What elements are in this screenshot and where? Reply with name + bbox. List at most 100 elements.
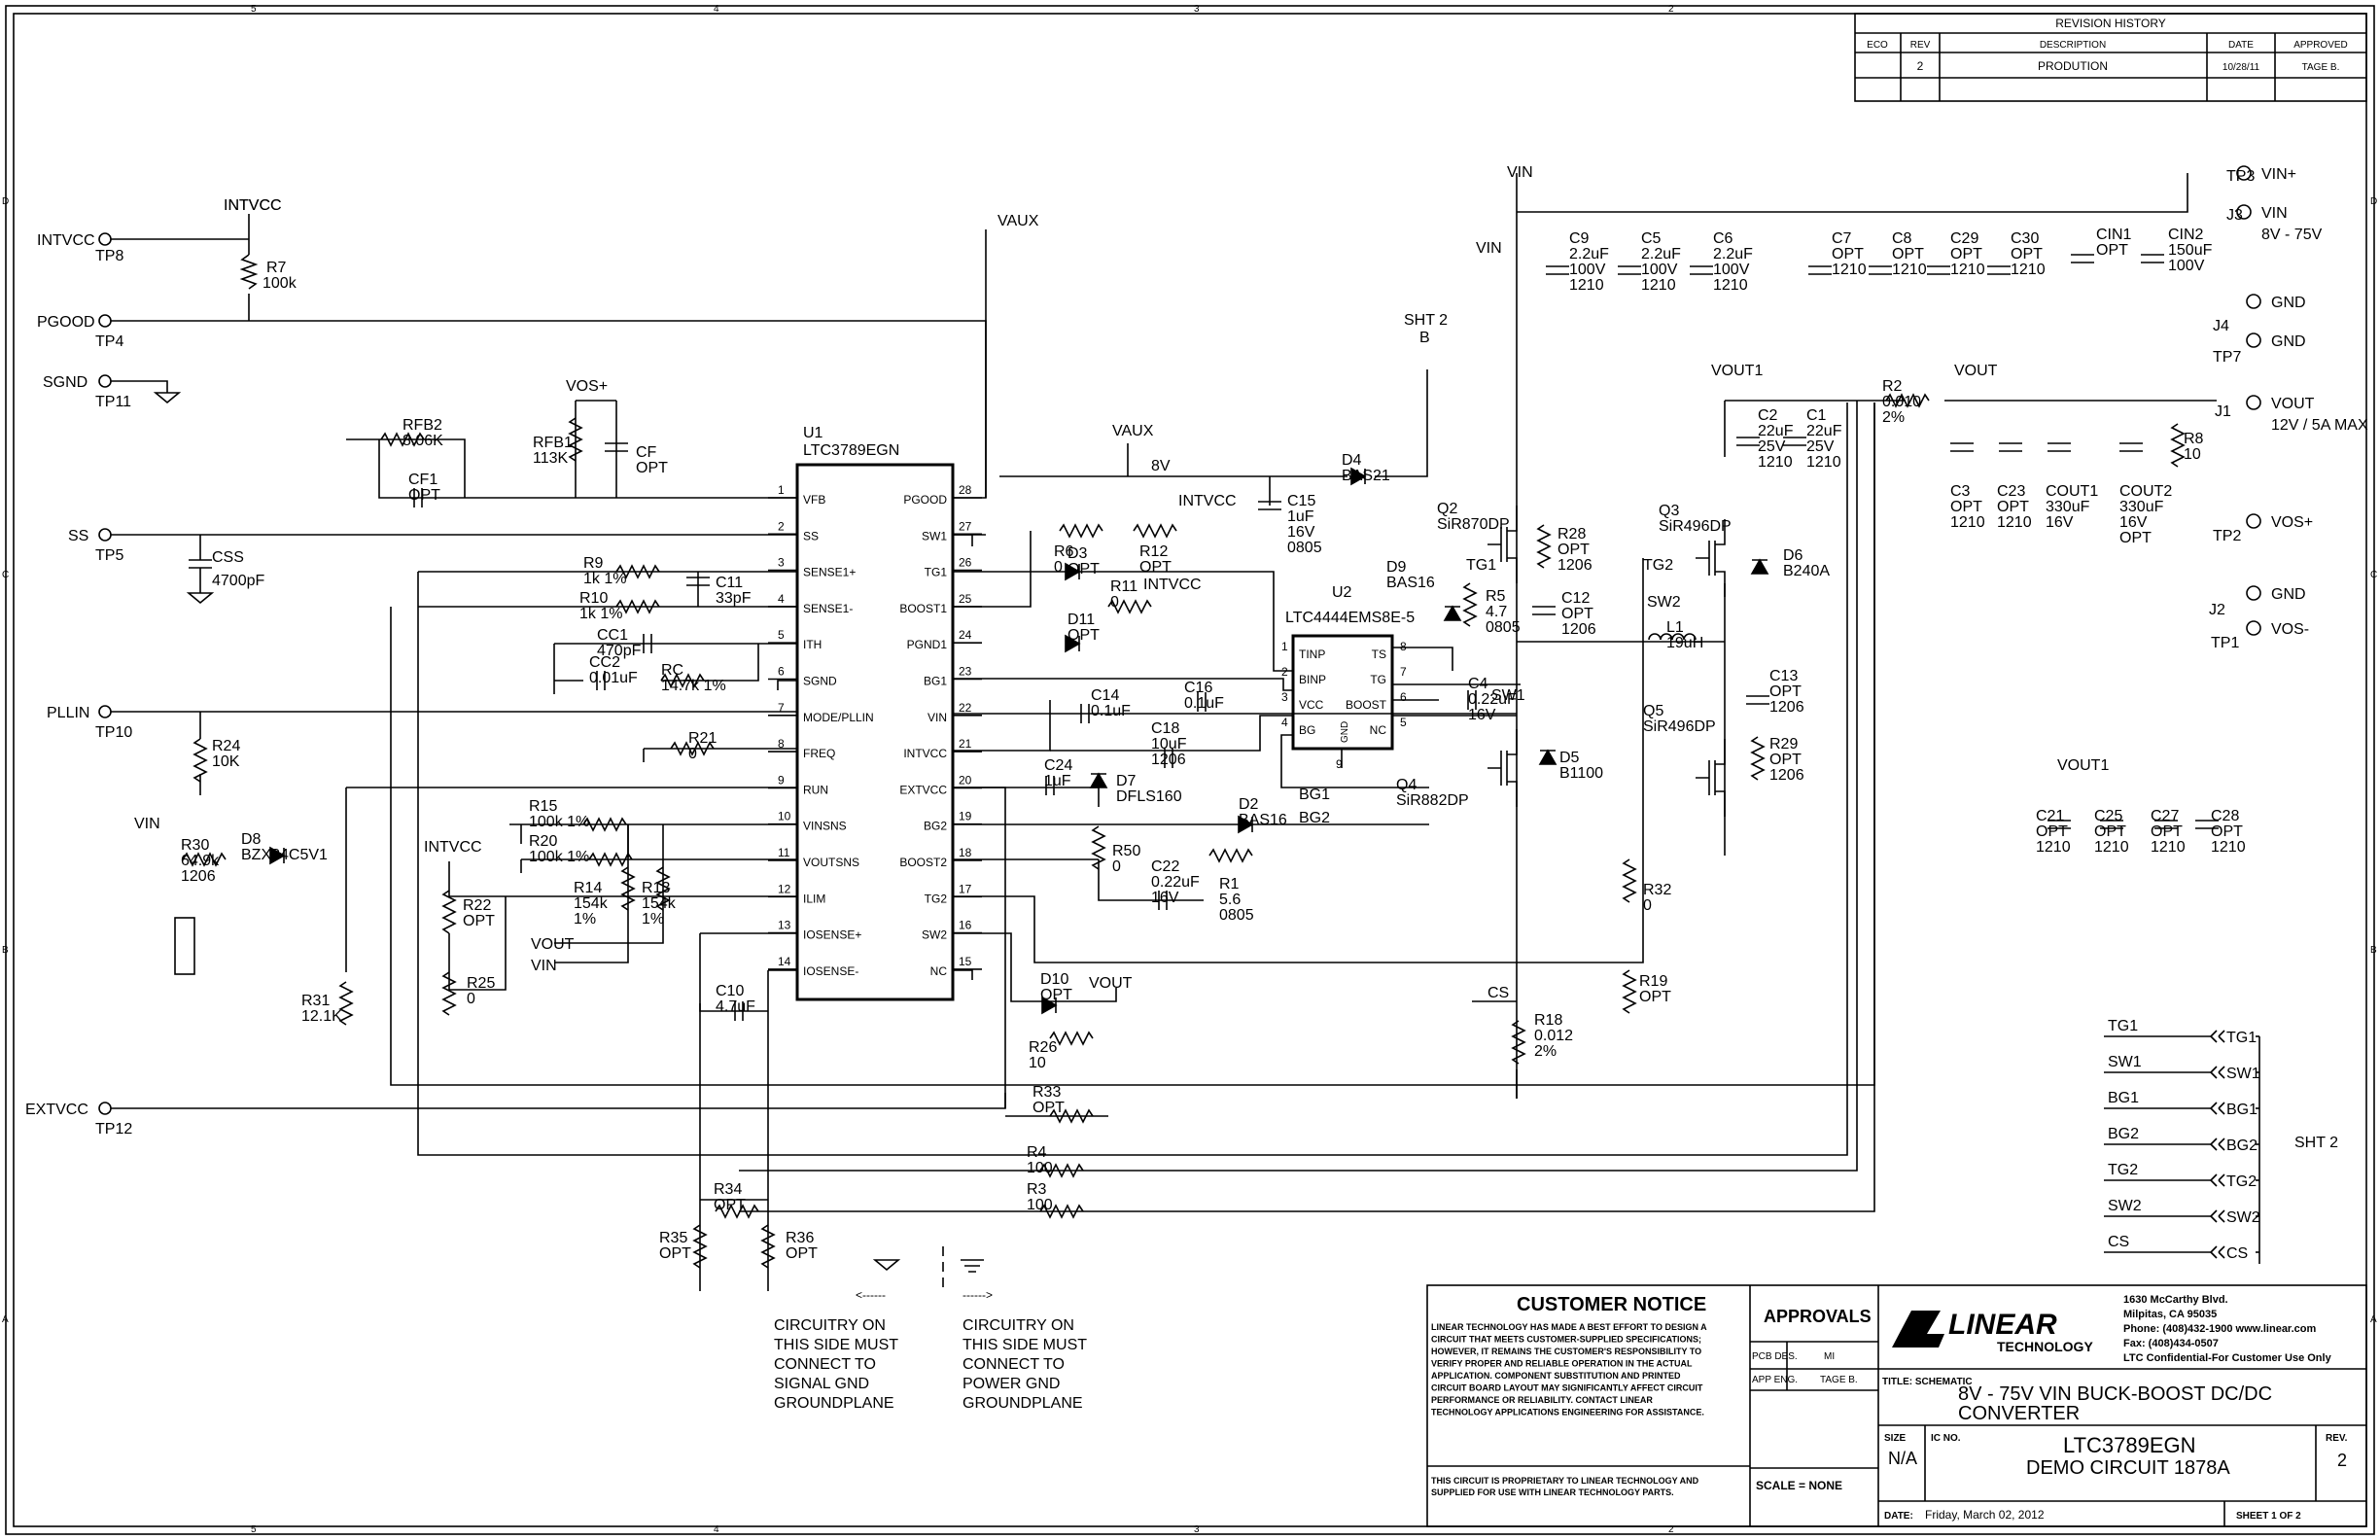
- zone-bottom-marker: 3: [1194, 1524, 1200, 1535]
- component-ref: RC: [661, 662, 683, 679]
- power-ground-icon: [961, 1259, 984, 1273]
- component-value: 100: [1027, 1160, 1053, 1176]
- resistor-symbol: [2170, 423, 2186, 468]
- ic-line1: LTC3789EGN: [2063, 1433, 2196, 1457]
- component-ref: D8: [241, 831, 262, 848]
- linear-logo-icon: [1892, 1311, 1944, 1348]
- u2-pin-name: BG: [1299, 723, 1315, 737]
- sheet-number: SHEET 1 OF 2: [2236, 1511, 2301, 1522]
- zone-bottom-marker: 2: [1668, 1524, 1674, 1535]
- component-ref: C27: [2151, 808, 2179, 824]
- component-value: BZX84C5V1: [241, 847, 328, 863]
- component-value: 1210: [2211, 839, 2246, 856]
- component-value: 470pF: [597, 643, 642, 659]
- note-left-line: CONNECT TO: [774, 1356, 876, 1373]
- resistor-symbol: [441, 890, 457, 934]
- component-value: 154k: [642, 895, 677, 912]
- net-label: CS: [1488, 985, 1509, 1001]
- u1-pin-name: FREQ: [803, 747, 835, 760]
- zone-left-marker: A: [2, 1314, 9, 1325]
- component-ref: C24: [1044, 757, 1072, 774]
- net-label: VOS+: [566, 378, 608, 395]
- notice-line: APPLICATION. COMPONENT SUBSTITUTION AND …: [1431, 1371, 1681, 1381]
- component-value: 12.1K: [301, 1008, 342, 1025]
- component-ref: C3: [1950, 483, 1971, 500]
- mosfet-icon: [1488, 729, 1518, 807]
- u2-pin-number: 5: [1400, 716, 1407, 729]
- component-value: 5.6: [1219, 892, 1241, 908]
- component-value: BAS16: [1239, 812, 1287, 828]
- note-right-line: POWER GND: [962, 1376, 1060, 1392]
- diode-icon: [1443, 605, 1462, 621]
- component-value: 1206: [1561, 621, 1596, 638]
- diode-icon: [1750, 558, 1769, 575]
- component-value: B240A: [1783, 563, 1830, 579]
- wires: [186, 173, 2217, 1291]
- component-value: OPT: [463, 913, 495, 929]
- component-ref: Q2: [1437, 501, 1457, 517]
- u1-ic: U1 LTC3789EGN 1VFB2SS3SENSE1+4SENSE1-5IT…: [768, 425, 982, 1001]
- component-ref: C29: [1950, 230, 1978, 247]
- resistor-symbol: [182, 852, 227, 867]
- component-value: 0.22uF: [1151, 874, 1200, 891]
- app-eng-label: APP ENG.: [1752, 1375, 1798, 1385]
- component-value: 1210: [1758, 454, 1793, 471]
- component-value: OPT: [1558, 542, 1590, 558]
- sheet-border: [5, 5, 2375, 1535]
- component-value: SiR496DP: [1659, 518, 1732, 535]
- rev-col-rev: REV: [1910, 40, 1931, 51]
- component-value: 19uH: [1666, 635, 1703, 651]
- component-value: 100V: [1641, 262, 1678, 278]
- component-value: SiR496DP: [1643, 718, 1716, 735]
- resistor-symbol: [1750, 736, 1766, 781]
- u1-part: LTC3789EGN: [803, 442, 899, 459]
- component-ref: C15: [1287, 493, 1315, 509]
- port-intvcc: INTVCC: [37, 232, 95, 249]
- notice-line: HOWEVER, IT REMAINS THE CUSTOMER'S RESPO…: [1431, 1347, 1701, 1356]
- rev-cell-approved: TAGE B.: [2302, 62, 2340, 73]
- component-value: 2.2uF: [1713, 246, 1753, 262]
- u1-pin-name: SGND: [803, 675, 837, 688]
- port-tp11: TP11: [95, 394, 131, 410]
- component-value: 33pF: [716, 590, 752, 607]
- u1-pins: 1VFB2SS3SENSE1+4SENSE1-5ITH6SGND7MODE/PL…: [768, 483, 982, 978]
- u1-pin-name: BG2: [924, 820, 947, 833]
- u1-pin-name: NC: [930, 964, 948, 978]
- component-value: 1210: [1832, 262, 1867, 278]
- component-ref: C13: [1769, 668, 1798, 684]
- component-value: OPT: [2094, 823, 2126, 840]
- component-ref: R11: [1110, 578, 1138, 595]
- component-ref: R1: [1219, 876, 1240, 892]
- component-ref: C22: [1151, 858, 1179, 875]
- component-ref: R8: [2184, 431, 2204, 447]
- u2-pin-name: TINP: [1299, 648, 1325, 661]
- component-ref: R50: [1112, 843, 1140, 859]
- connector-icon: [2246, 585, 2261, 601]
- component-ref: R32: [1643, 882, 1671, 898]
- port-net: VOUT: [2271, 396, 2315, 412]
- component-value: OPT: [1561, 606, 1593, 622]
- component-ref: D3: [1068, 545, 1088, 562]
- testpoint-icon: [98, 1102, 112, 1115]
- u1-pin-name: SS: [803, 529, 819, 542]
- u1-pin-number: 19: [959, 810, 972, 823]
- diode-icon: [1065, 562, 1081, 581]
